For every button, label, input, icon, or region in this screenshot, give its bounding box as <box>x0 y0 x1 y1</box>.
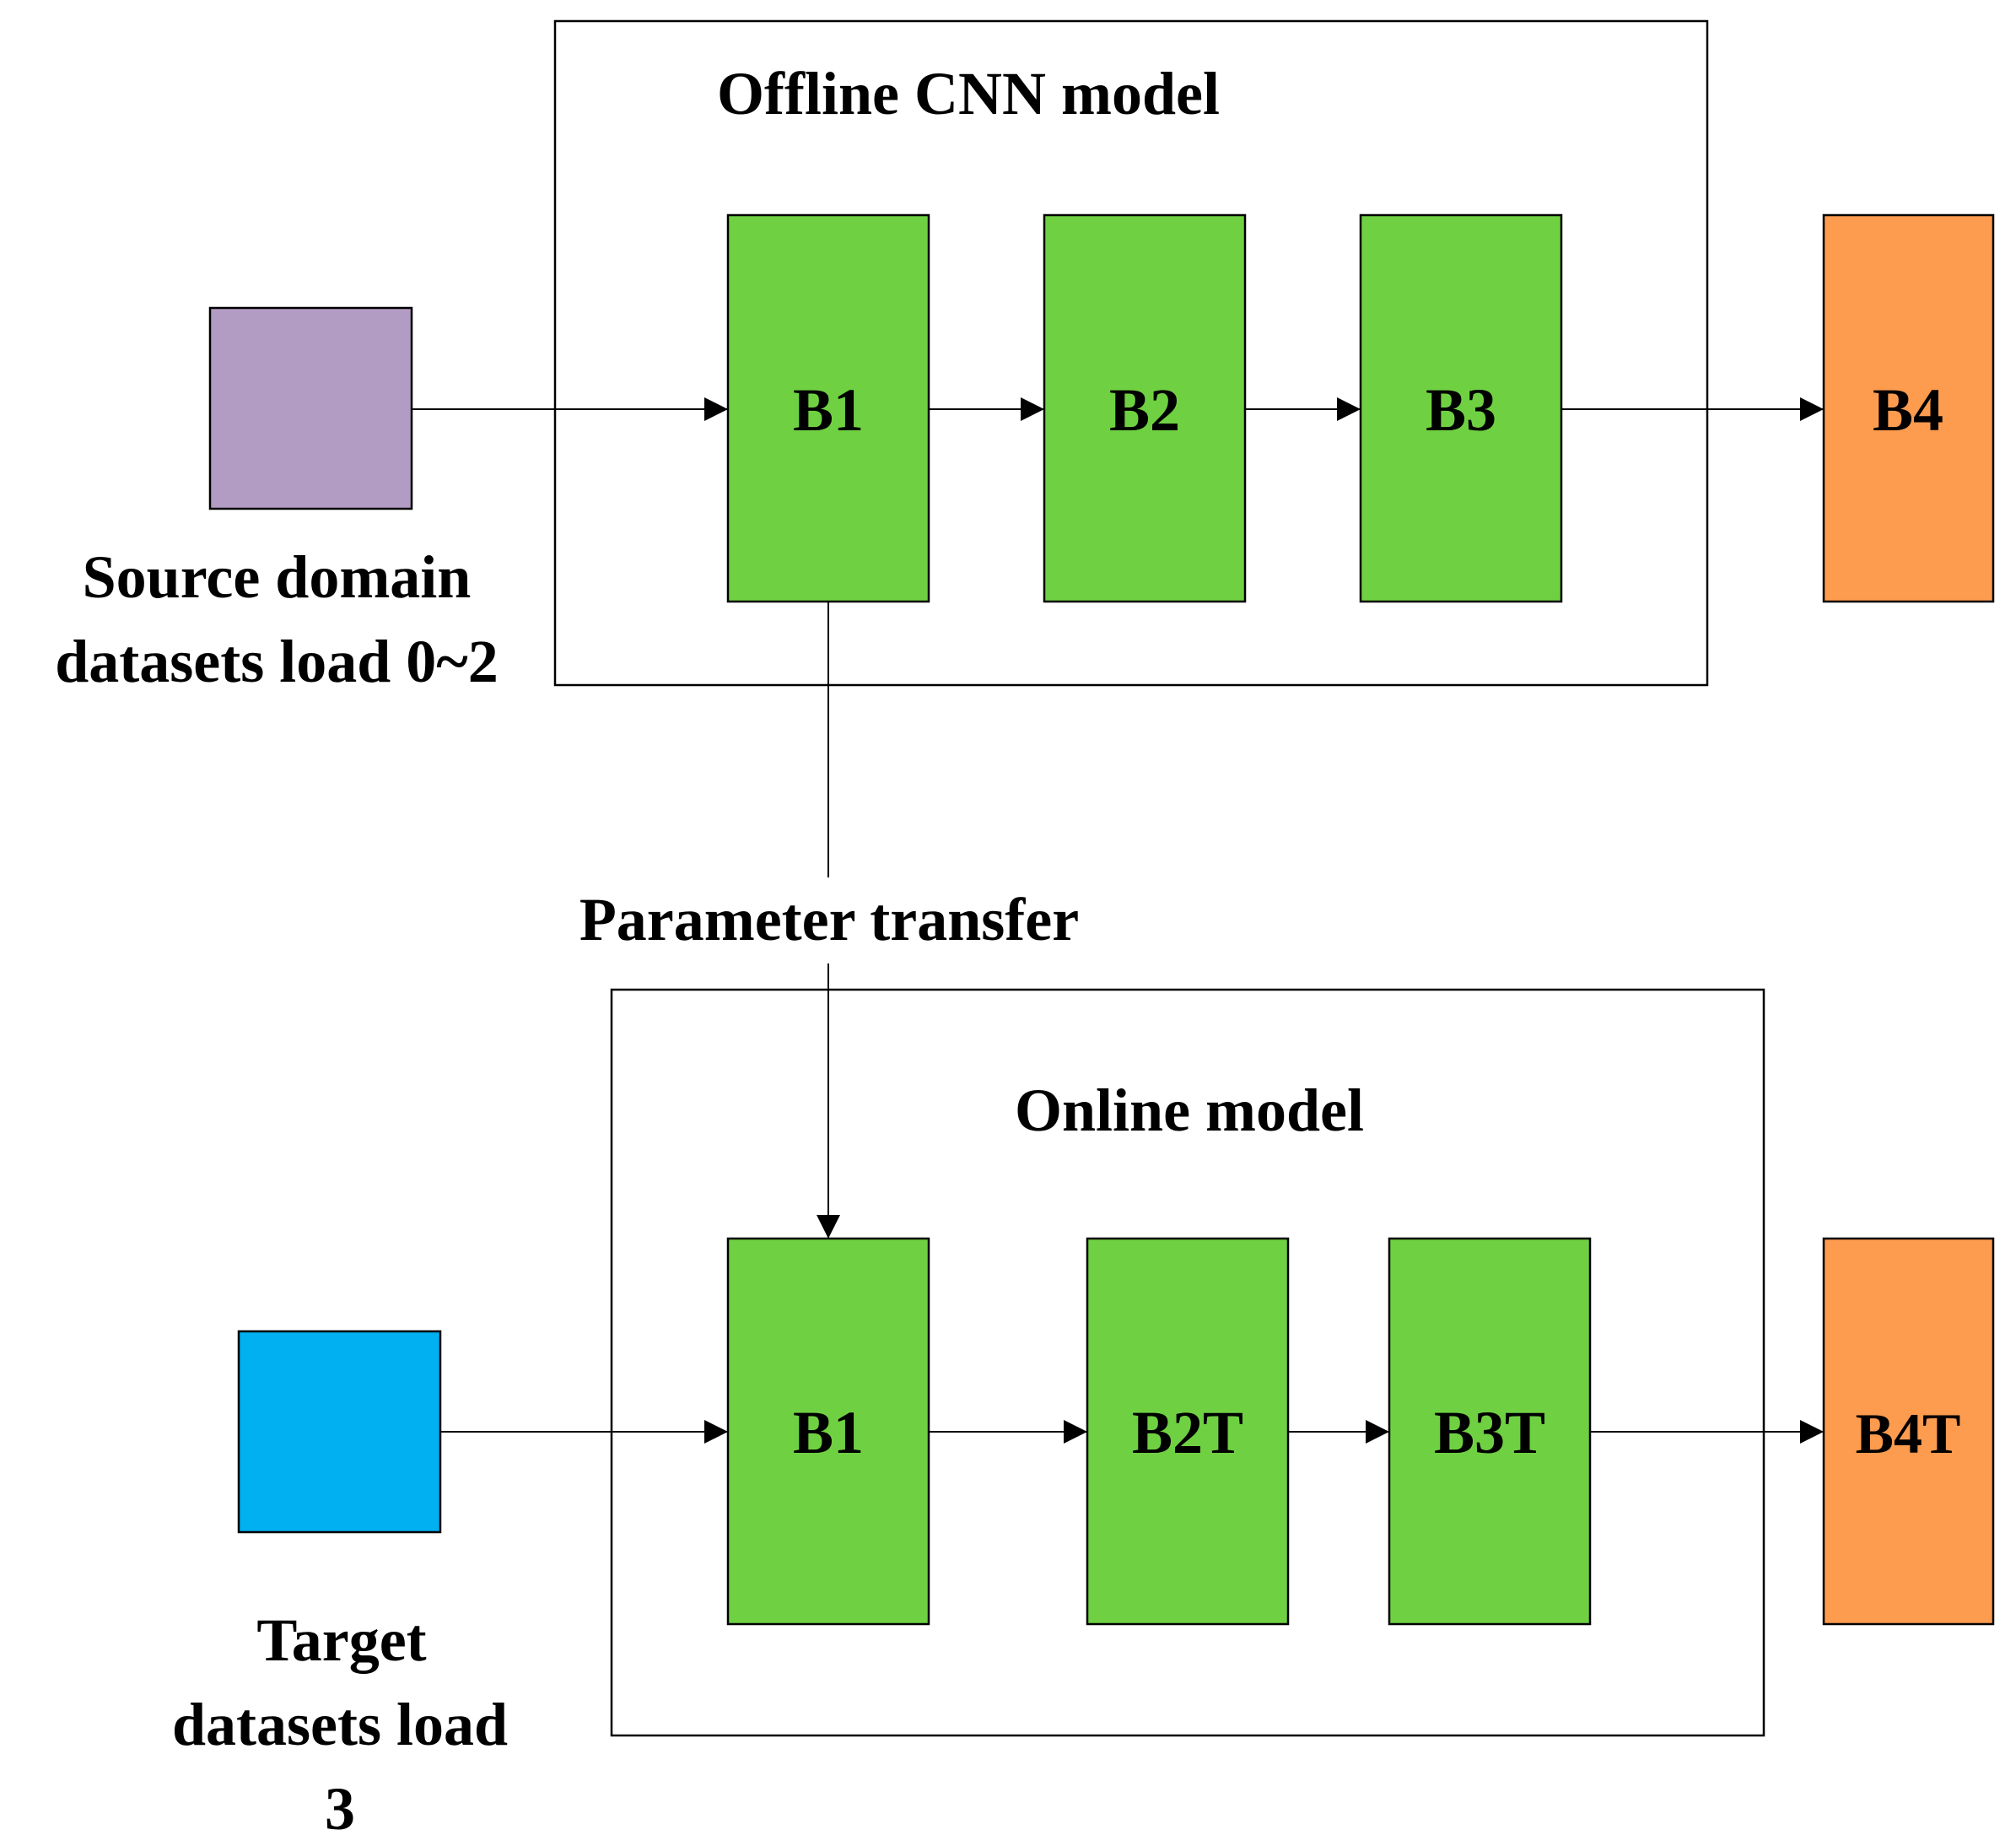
online-output-b4t <box>1822 1237 1995 1626</box>
source-domain-input-block <box>208 306 413 510</box>
online-block-b1 <box>726 1237 930 1626</box>
offline-output-b4-label: B4 <box>1873 376 1943 444</box>
parameter-transfer-label: Parameter transfer <box>579 886 1079 953</box>
offline-block-b1 <box>726 213 930 603</box>
target-input-block <box>237 1330 442 1534</box>
source-label-line2: datasets load 0~2 <box>55 628 498 695</box>
offline-model-title: Offline CNN model <box>717 60 1220 127</box>
offline-block-b2-label: B2 <box>1109 376 1180 444</box>
online-block-b3t-label: B3T <box>1434 1399 1545 1466</box>
online-model-title: Online model <box>1015 1077 1364 1144</box>
offline-model-frame <box>553 19 1709 687</box>
offline-block-b1-label: B1 <box>793 376 864 444</box>
online-block-b2t <box>1086 1237 1290 1626</box>
offline-block-b2 <box>1043 213 1247 603</box>
online-output-b4t-label: B4T <box>1856 1401 1961 1465</box>
target-label-line1: Target <box>256 1606 426 1674</box>
online-model-frame <box>610 988 1765 1737</box>
online-block-b3t <box>1388 1237 1592 1626</box>
source-label-line1: Source domain <box>83 543 472 611</box>
target-label-line3: 3 <box>325 1775 355 1843</box>
offline-output-b4 <box>1822 213 1995 603</box>
target-label-line2: datasets load <box>172 1691 508 1758</box>
offline-block-b3-label: B3 <box>1426 376 1496 444</box>
offline-block-b3 <box>1359 213 1563 603</box>
online-block-b2t-label: B2T <box>1132 1399 1243 1466</box>
online-block-b1-label: B1 <box>793 1399 864 1466</box>
